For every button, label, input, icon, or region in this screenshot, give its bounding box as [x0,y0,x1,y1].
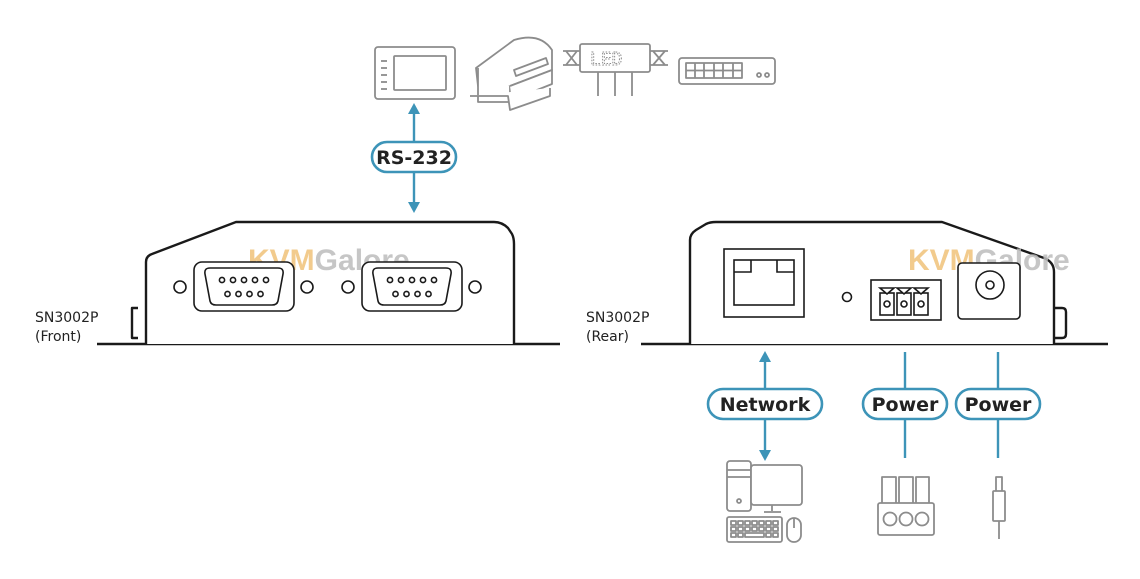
db9-pin [229,276,237,284]
terminal-screw [911,287,931,296]
key [765,526,772,532]
db9-pin [425,290,432,298]
front-model-label: SN3002P [35,310,98,326]
db9-pin [262,276,270,284]
rear-model-label: SN3002P [586,310,649,326]
db9-pin [397,276,405,284]
network-label: Network [720,394,811,416]
terminal-block-port [870,279,942,321]
key [744,526,751,532]
db9-pin [419,276,427,284]
db9-pin [257,290,264,298]
dc-jack-port [957,262,1021,320]
led-sign-text: LED [590,49,623,70]
db9-pin [403,290,410,298]
dc-plug-icon [992,476,1006,539]
led-display-icon: LED [563,43,668,96]
db9-pin [392,290,399,298]
network-connection: Network [706,351,824,461]
device-rear: KVMGalore SN3002P (Rear) [586,220,1108,346]
rj45-port [723,248,805,318]
db9-pin [246,290,253,298]
key [737,532,744,538]
power-terminal-connection: Power [861,352,949,458]
key [772,526,779,532]
db9-pin [430,276,438,284]
spacebar [744,532,765,538]
db9-pin [240,276,248,284]
front-view-label: (Front) [35,329,81,345]
key [765,520,772,526]
key [751,520,758,526]
power-dc-connection: Power [954,352,1042,458]
terminal-screw [877,287,897,296]
rs232-label: RS-232 [376,147,452,169]
key [765,532,772,538]
rs232-connection: RS-232 [370,103,458,213]
screw-hole [173,280,187,294]
key [737,520,744,526]
power-terminal-label: Power [872,394,939,416]
db9-pin [224,290,231,298]
db9-pin [251,276,259,284]
printer-icon [470,36,553,111]
key [744,520,751,526]
key [758,526,765,532]
key [730,526,737,532]
device-front: KVMGalore SN3002P (Front) [35,220,560,346]
touch-panel-icon [374,46,456,100]
db9-pin [414,290,421,298]
key [730,532,737,538]
key [737,526,744,532]
db9-pins [218,276,438,298]
key [772,532,779,538]
key [751,526,758,532]
network-switch-icon [678,57,776,85]
db9-pin [386,276,394,284]
computer-icon [726,460,803,543]
key [772,520,779,526]
power-dc-label: Power [965,394,1032,416]
db9-pin [218,276,226,284]
terminal-hole [917,300,925,308]
db9-pin [235,290,242,298]
terminal-plug-icon [877,476,935,536]
key [758,520,765,526]
rear-view-label: (Rear) [586,329,629,345]
reset-button [841,291,853,303]
terminal-hole [900,300,908,308]
db9-pin [408,276,416,284]
terminal-screw [894,287,914,296]
key [730,520,737,526]
terminal-hole [883,300,891,308]
